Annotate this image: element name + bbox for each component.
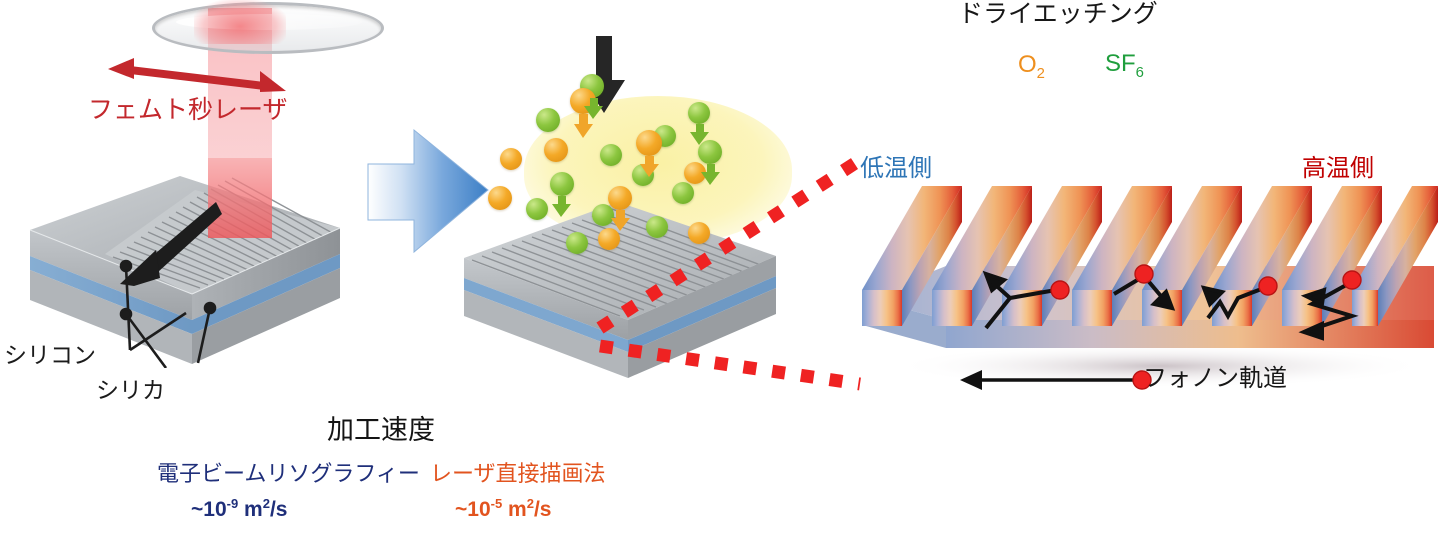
o2-molecule (598, 228, 620, 250)
material-leader-lines (119, 259, 217, 368)
femtosecond-laser-label: フェムト秒レーザ (88, 96, 288, 124)
panel-phonon-transport: 低温側 高温側 フォノン軌道 (840, 140, 1440, 420)
sf6-molecule (526, 198, 548, 220)
zoom-callout-lines (596, 154, 864, 391)
sf6-molecule (698, 140, 722, 164)
write-direction-arrow (120, 202, 222, 286)
fin-array-3d (862, 186, 1438, 388)
sf6-gas-label: SF6 (1105, 50, 1144, 81)
o2-molecule (684, 162, 706, 184)
ldw-unit-tail: /s (533, 498, 552, 521)
o2-molecule (500, 148, 522, 170)
sf6-molecule (672, 182, 694, 204)
callout-line-lower (599, 339, 861, 391)
ebl-value-exponent: -9 (226, 496, 239, 511)
cold-side-label: 低温側 (860, 155, 932, 182)
soi-substrate-panel1 (29, 176, 341, 364)
o2-molecule (636, 130, 662, 156)
ebl-unit: m (238, 498, 263, 521)
process-flow-arrow (367, 128, 489, 254)
ldw-unit: m (502, 498, 527, 521)
ldw-unit-exponent: 2 (526, 496, 534, 511)
laser-beam-lower (208, 158, 272, 238)
ebl-method-label: 電子ビームリソグラフィー (157, 461, 420, 486)
ebl-value-base: ~10 (191, 498, 227, 521)
phonon-legend-arrow (960, 370, 1152, 390)
sf6-molecule (536, 108, 560, 132)
panel-femtosecond-laser: フェムト秒レーザ シリコン シリカ (0, 0, 400, 420)
ebl-speed-value: ~10-9 m2/s (191, 497, 287, 520)
dry-etching-title: ドライエッチング (958, 0, 1158, 28)
ldw-speed-value: ~10-5 m2/s (455, 497, 551, 520)
gas-molecules (440, 0, 840, 400)
ldw-method-label: レーザ直接描画法 (430, 461, 606, 486)
sf6-molecule (592, 204, 614, 226)
silica-layer-label: シリカ (96, 377, 165, 403)
sf6-molecule (550, 172, 574, 196)
sf6-molecule (646, 216, 668, 238)
hot-side-label: 高温側 (1302, 155, 1374, 182)
scan-direction-arrow (108, 58, 286, 92)
processing-speed-title: 加工速度 (327, 415, 435, 445)
o2-molecule (688, 222, 710, 244)
silicon-layer-label: シリコン (4, 342, 96, 368)
sf6-molecule (688, 102, 710, 124)
o2-molecule (608, 186, 632, 210)
o2-molecule (544, 138, 568, 162)
callout-line-upper (596, 154, 864, 334)
molecule-flow-arrows (552, 98, 720, 231)
ldw-value-exponent: -5 (490, 496, 503, 511)
o2-molecule (488, 186, 512, 210)
laser-beam-flare (194, 0, 286, 44)
o2-gas-label: O2 (1018, 51, 1045, 82)
panel-dry-etching: ドライエッチング O2 SF6 (440, 0, 1158, 400)
footer-processing-speed: 加工速度 電子ビームリソグラフィー ~10-9 m2/s レーザ直接描画法 ~1… (0, 408, 760, 538)
sf6-molecule (600, 144, 622, 166)
ldw-value-base: ~10 (455, 498, 491, 521)
ebl-unit-tail: /s (269, 498, 288, 521)
ebl-unit-exponent: 2 (262, 496, 270, 511)
phonon-trajectory-label: フォノン軌道 (1143, 365, 1287, 392)
sf6-molecule (566, 232, 588, 254)
